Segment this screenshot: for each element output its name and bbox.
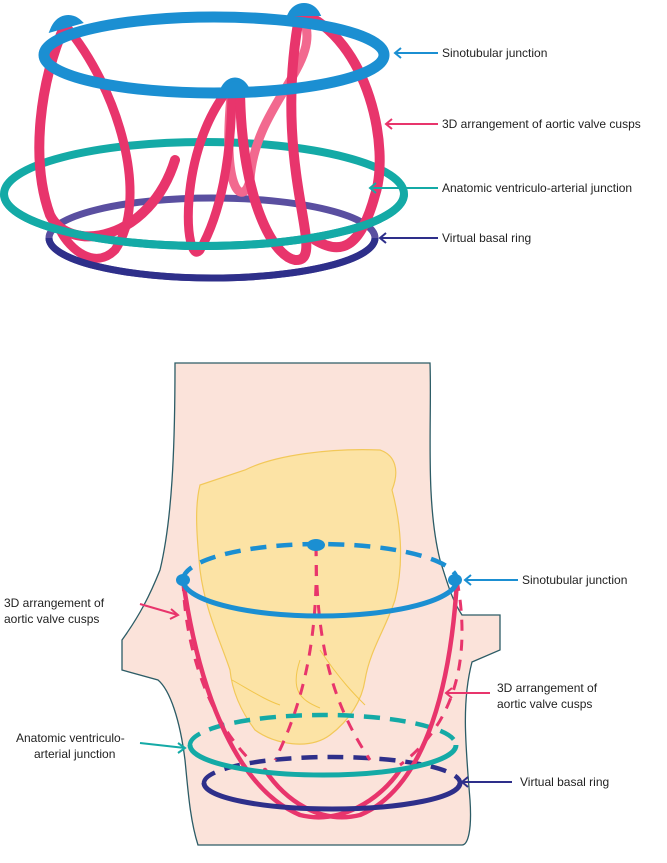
commissure-dot-left: [176, 574, 190, 586]
top-arrowhead-vaj: [368, 182, 377, 194]
bottom-sinotubular-back: [180, 541, 460, 581]
top-sinotubular-ring: [38, 11, 390, 99]
bottom-label-vaj-line1: Anatomic ventriculo-: [16, 731, 125, 745]
top-commissure-left: [48, 15, 84, 34]
bottom-label-cusps-right-line2: aortic valve cusps: [497, 697, 592, 711]
bottom-basal-back: [201, 754, 463, 784]
cusp-solid-right: [262, 577, 460, 820]
top-label-arrows: [368, 47, 438, 244]
top-arrowhead-basal: [378, 232, 387, 244]
top-commissure-right: [286, 3, 322, 16]
top-arrowhead-cusps: [384, 118, 393, 130]
bottom-arrowhead-cusps-right: [444, 687, 453, 699]
top-commissure-center: [218, 77, 252, 92]
top-basal-ring-front: [45, 237, 379, 282]
leaflet-fold-lines: [231, 649, 366, 709]
bottom-label-arrows: [139, 574, 518, 788]
cusp-dashed-center-2: [314, 544, 372, 761]
bottom-arrowhead-cusps-left: [169, 608, 180, 620]
bottom-label-basal: Virtual basal ring: [520, 775, 609, 789]
cusp-dashed-right: [399, 579, 464, 767]
top-cusp-right: [295, 7, 385, 253]
top-label-vaj: Anatomic ventriculo-arterial junction: [442, 181, 632, 195]
top-cusp-curves: [34, 7, 385, 265]
bottom-label-sinotubular: Sinotubular junction: [522, 573, 627, 587]
bottom-arrow-cusps-left: [139, 603, 179, 616]
bottom-arrowhead-basal: [460, 776, 469, 788]
bottom-vaj-back: [187, 712, 459, 746]
commissure-dot-center: [307, 539, 325, 551]
top-cusp-left: [34, 20, 180, 242]
top-label-basal: Virtual basal ring: [442, 231, 531, 245]
bottom-label-vaj-line2: arterial junction: [34, 747, 115, 761]
bottom-aortic-root-diagram: Sinotubular junction 3D arrangement of a…: [4, 362, 627, 846]
top-vaj-ring-front: [0, 193, 408, 250]
commissure-dot-right: [448, 574, 462, 586]
top-label-cusps: 3D arrangement of aortic valve cusps: [442, 117, 641, 131]
bottom-arrowhead-sinotubular: [463, 574, 472, 586]
bottom-label-cusps-left-line1: 3D arrangement of: [4, 596, 105, 610]
top-arrowhead-sinotubular: [393, 47, 402, 59]
top-label-sinotubular: Sinotubular junction: [442, 46, 547, 60]
bottom-arrowhead-vaj: [177, 742, 187, 754]
leaflet-shape: [196, 449, 402, 745]
top-cusp-left-inner: [55, 20, 135, 263]
top-cusp-center-right: [235, 7, 312, 265]
bottom-sinotubular-front: [180, 579, 460, 619]
bottom-basal-front: [201, 782, 463, 812]
bottom-vaj-front: [187, 744, 459, 778]
bottom-arrow-vaj: [139, 742, 186, 749]
top-cusp-center-left: [183, 80, 237, 257]
bottom-label-cusps-right-line1: 3D arrangement of: [497, 681, 598, 695]
bottom-label-cusps-left-line2: aortic valve cusps: [4, 612, 99, 626]
top-aortic-root-diagram: Sinotubular junction 3D arrangement of a…: [0, 3, 641, 282]
